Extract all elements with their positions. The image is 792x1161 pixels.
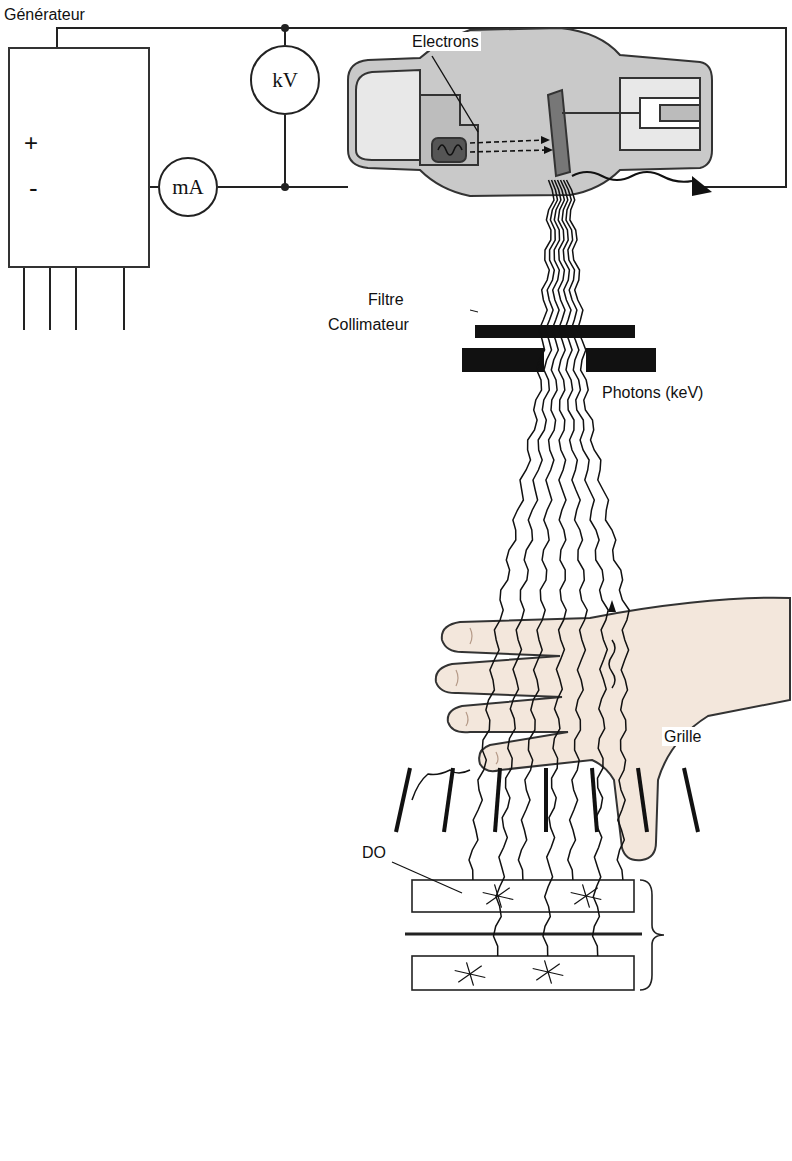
meter-circle: kV	[250, 45, 320, 115]
leader-line	[392, 862, 462, 893]
terminal-sign: -	[29, 173, 38, 204]
meter-label: mA	[172, 175, 204, 200]
burst-ray	[455, 971, 470, 975]
burst-ray	[498, 888, 510, 896]
scatter-photon	[609, 640, 615, 688]
wire	[57, 28, 285, 47]
photon-wave	[469, 180, 554, 880]
meter-circle: mA	[158, 157, 218, 217]
burst-ray	[586, 896, 590, 908]
part-label: DO	[360, 843, 388, 862]
photon-wave	[564, 180, 609, 956]
electron-arrowheads	[541, 136, 553, 154]
burst-ray	[586, 896, 601, 900]
scatter-star	[608, 600, 616, 612]
burst-ray	[470, 966, 482, 974]
part-label: Collimateur	[326, 315, 411, 334]
collimator-block	[586, 348, 656, 372]
stray-photon	[572, 172, 692, 182]
burst-ray	[586, 888, 598, 896]
burst-ray	[548, 964, 560, 972]
part-label: Grille	[662, 727, 703, 746]
burst-ray	[486, 896, 498, 904]
burst-ray	[470, 974, 485, 978]
burst-ray	[467, 962, 471, 974]
burst-ray	[571, 893, 586, 897]
burst-ray	[583, 884, 587, 896]
tick	[470, 310, 478, 312]
leader-line	[432, 56, 478, 132]
filter	[475, 325, 635, 338]
part-label: Photons (keV)	[600, 383, 705, 402]
cassette	[405, 880, 664, 990]
photon-wave	[543, 180, 566, 956]
burst-ray	[498, 896, 513, 900]
filament	[438, 145, 462, 155]
photon-wave	[494, 180, 558, 956]
node-heading: Générateur	[4, 5, 85, 24]
photon-wave	[561, 180, 588, 880]
burst-ray	[574, 896, 586, 904]
burst-ray	[548, 972, 563, 976]
photon-beam	[469, 180, 629, 956]
photon-wave	[518, 180, 561, 880]
burst-ray	[545, 960, 549, 972]
burst-ray	[458, 974, 470, 982]
scatter-photon	[412, 770, 470, 800]
wire	[218, 115, 285, 187]
collimator-block	[462, 348, 544, 372]
wire	[150, 186, 158, 188]
fluorescence-bursts	[455, 884, 602, 985]
x-ray-tube	[348, 28, 712, 196]
photon-wave	[567, 180, 630, 880]
terminal-sign: +	[24, 129, 38, 158]
burst-ray	[495, 884, 499, 896]
part-label: Electrons	[410, 32, 481, 51]
arrowhead	[692, 176, 712, 196]
meter-label: kV	[272, 68, 298, 93]
burst-ray	[470, 974, 474, 986]
electron-beam	[470, 140, 548, 152]
burst-ray	[533, 969, 548, 973]
grid	[396, 768, 698, 832]
burst-ray	[548, 972, 552, 984]
burst-ray	[483, 893, 498, 897]
burst-ray	[498, 896, 502, 908]
generator-box: Générateur+-	[8, 47, 150, 268]
burst-ray	[536, 972, 548, 980]
part-label: Filtre	[366, 290, 406, 309]
